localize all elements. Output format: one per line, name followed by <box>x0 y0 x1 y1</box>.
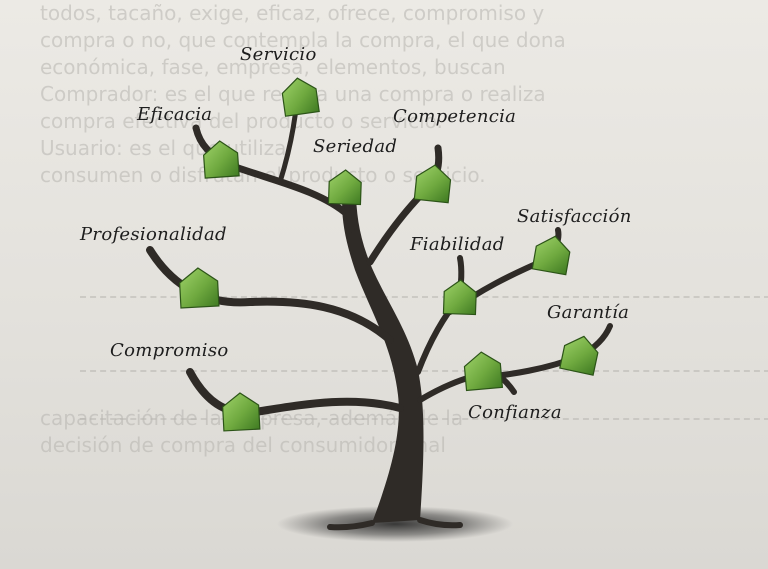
label-seriedad: Seriedad <box>313 136 397 157</box>
label-fiabilidad: Fiabilidad <box>409 234 505 255</box>
background-text-line: económica, fase, empresa, elementos, bus… <box>40 55 506 79</box>
branch-fiabilidad <box>415 255 465 375</box>
label-confianza: Confianza <box>468 402 562 423</box>
leaf-eficacia-icon <box>203 140 240 179</box>
leaf-servicio-icon <box>281 77 320 117</box>
branch-eficacia <box>192 124 352 219</box>
label-compromiso: Compromiso <box>110 340 229 361</box>
leaf-confianza-icon <box>463 351 504 392</box>
leaf-icons <box>179 77 599 432</box>
leaf-profesionalidad-icon <box>179 267 220 309</box>
label-garantia: Garantía <box>547 302 629 323</box>
background-text-line: todos, tacaño, exige, eficaz, ofrece, co… <box>40 1 545 25</box>
branch-profesionalidad <box>146 246 394 344</box>
dashed-divider <box>80 418 768 420</box>
leaf-compromiso-icon <box>222 392 261 432</box>
background-text-line: Usuario: es el que utiliza <box>40 136 287 160</box>
leaf-fiabilidad-icon <box>442 279 477 316</box>
background-text-line: compra o no, que contempla la compra, el… <box>40 28 566 52</box>
leaf-seriedad-icon <box>327 169 362 206</box>
dashed-divider <box>80 296 768 298</box>
branch-compromiso <box>186 368 404 417</box>
label-profesionalidad: Profesionalidad <box>79 224 227 245</box>
leaf-competencia-icon <box>413 164 452 204</box>
trunk-root-right <box>417 517 463 529</box>
tree-trunk <box>342 190 424 523</box>
label-servicio: Servicio <box>240 44 317 65</box>
background-text-line: decisión de compra del consumidor final <box>40 433 446 457</box>
label-eficacia: Eficacia <box>136 104 212 125</box>
trunk-root-left <box>327 520 375 531</box>
dashed-divider <box>80 370 768 372</box>
background-text-line: compra efectiva del producto o servicio. <box>40 109 443 133</box>
ground-shadow <box>277 506 513 542</box>
label-satisfaccion: Satisfacción <box>517 206 632 227</box>
leaf-garantia-icon <box>559 335 599 376</box>
label-competencia: Competencia <box>393 106 516 127</box>
leaf-satisfaccion-icon <box>531 235 571 276</box>
